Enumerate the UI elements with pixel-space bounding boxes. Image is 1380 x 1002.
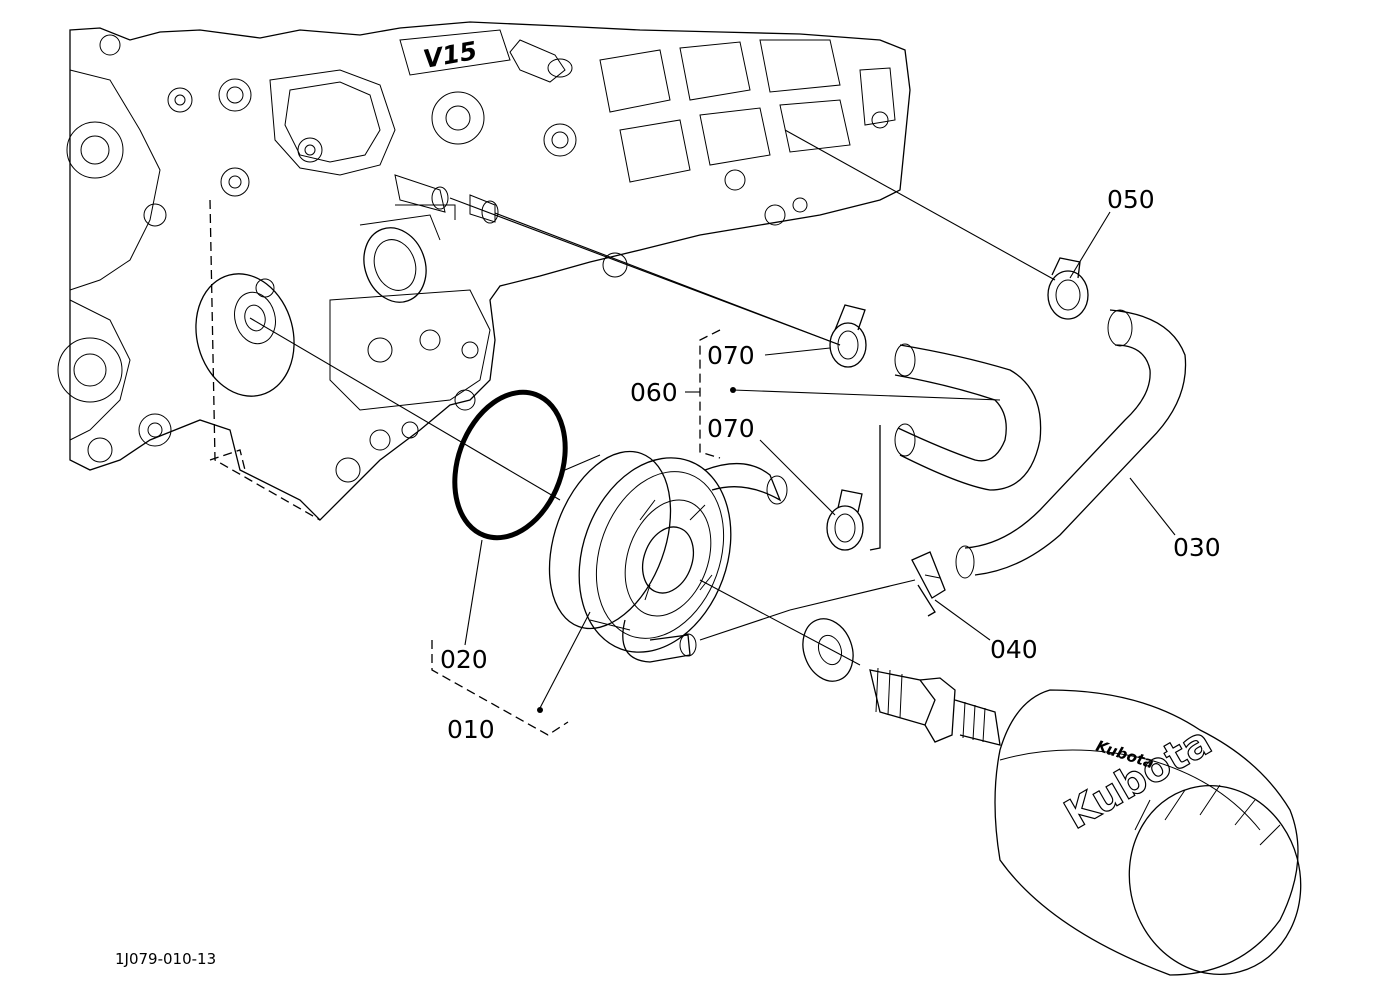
callout-070-lower: 070	[707, 414, 755, 443]
hose-060	[894, 343, 1042, 491]
drawing-code: 1J079-010-13	[115, 950, 216, 968]
clamp-040	[911, 551, 946, 617]
oil-filter: Kubota Kubota	[994, 689, 1302, 976]
engine-model-mark: V15	[421, 36, 479, 74]
oil-cooler	[548, 450, 788, 663]
o-ring	[452, 389, 568, 541]
clamp-070-upper	[829, 304, 867, 368]
callout-030: 030	[1173, 533, 1221, 562]
callout-050: 050	[1107, 185, 1155, 214]
washer	[802, 618, 854, 682]
clamp-050	[1047, 257, 1089, 320]
assembly-leader-lines	[249, 129, 1056, 666]
engine-block: V15	[57, 21, 911, 521]
callout-leaders	[431, 211, 1176, 736]
center-bolt	[869, 667, 1001, 746]
callout-010: 010	[447, 715, 495, 744]
hose-030	[955, 309, 1187, 579]
callout-040: 040	[990, 635, 1038, 664]
callout-070-upper: 070	[707, 341, 755, 370]
clamp-070-lower	[826, 489, 864, 551]
callout-020: 020	[440, 645, 488, 674]
filter-brand-large: Kubota	[1057, 718, 1219, 838]
callout-060: 060	[630, 378, 678, 407]
